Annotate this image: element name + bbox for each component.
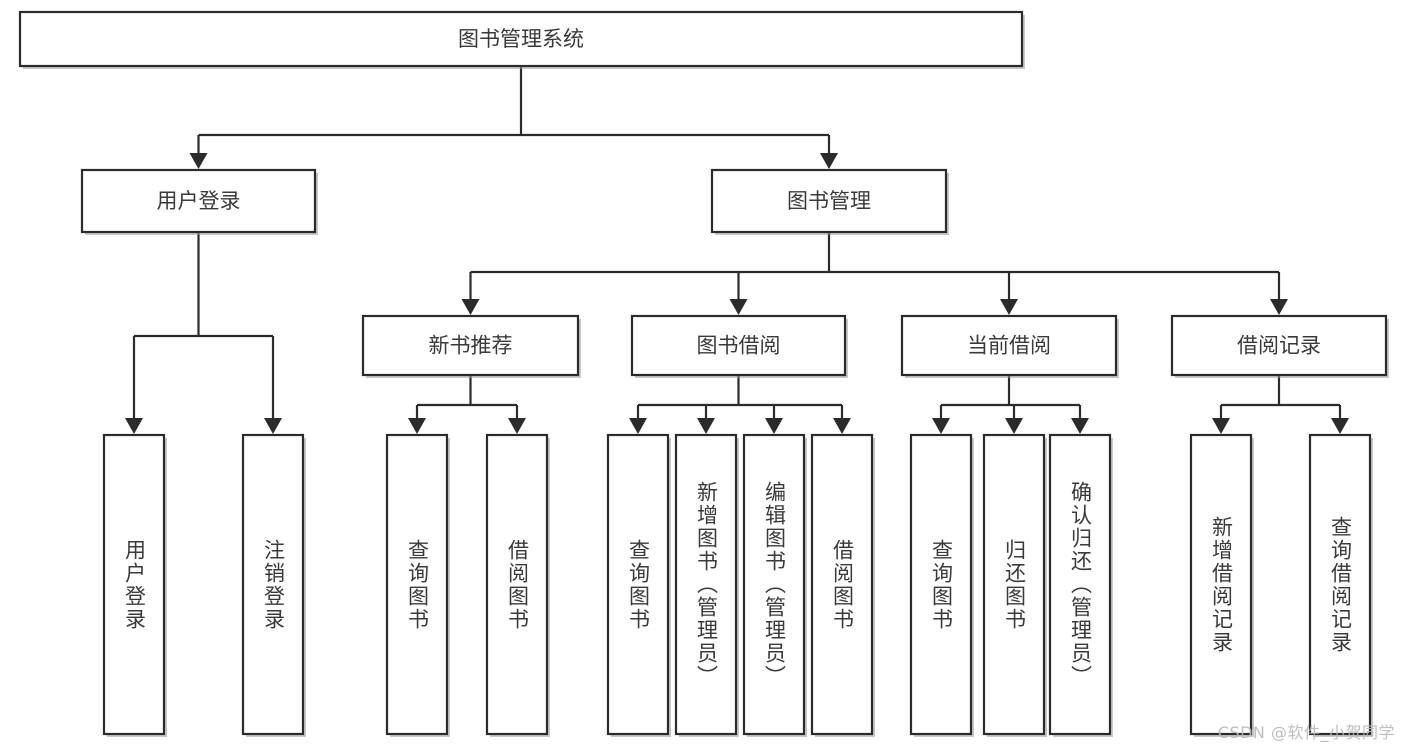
edge-arrowhead (264, 418, 282, 434)
node-label: 图书管理系统 (458, 27, 584, 51)
node-box[interactable] (361, 314, 580, 377)
node-new_book_rec[interactable]: 新书推荐 (361, 314, 581, 378)
node-box[interactable] (710, 168, 948, 234)
node-box[interactable] (606, 433, 670, 736)
edge-arrowhead (629, 418, 647, 434)
node-leaf_bb_edit[interactable] (742, 433, 807, 737)
node-root[interactable]: 图书管理系统 (18, 10, 1025, 69)
node-label: 借阅记录 (1237, 334, 1321, 358)
node-label: 当前借阅 (967, 334, 1051, 358)
node-box[interactable] (1189, 433, 1253, 736)
node-box[interactable] (810, 433, 874, 736)
edge-arrowhead (125, 418, 143, 434)
edge-group-borrow_record (1212, 375, 1349, 434)
edge-arrowhead (1005, 418, 1023, 434)
node-label: 图书管理 (787, 189, 871, 213)
edge-arrowhead (932, 418, 950, 434)
edge-arrowhead (765, 418, 783, 434)
node-box[interactable] (102, 433, 166, 736)
edge-arrowhead (461, 299, 480, 315)
node-current_borrow[interactable]: 当前借阅 (900, 314, 1119, 378)
node-leaf_user_login[interactable] (102, 433, 167, 737)
edges-layer (125, 66, 1349, 434)
node-box[interactable] (900, 314, 1118, 377)
node-user_login[interactable]: 用户登录 (80, 168, 318, 235)
edge-group-current_borrow (932, 375, 1089, 434)
edge-arrowhead (1270, 299, 1288, 315)
edge-arrowhead (508, 418, 526, 434)
node-leaf_bb_add[interactable] (674, 433, 739, 737)
node-box[interactable] (241, 433, 305, 736)
node-leaf_bb_borrow[interactable] (810, 433, 875, 737)
edge-group-root (189, 66, 838, 169)
edge-arrowhead (1212, 418, 1230, 434)
node-leaf_rec_query[interactable] (385, 433, 450, 737)
node-box[interactable] (742, 433, 806, 736)
node-leaf_bb_query[interactable] (606, 433, 671, 737)
node-box[interactable] (909, 433, 973, 736)
node-box[interactable] (982, 433, 1046, 736)
edge-arrowhead (1331, 418, 1349, 434)
node-label: 图书借阅 (697, 334, 781, 358)
node-label: 用户登录 (157, 189, 241, 213)
node-box[interactable] (18, 10, 1024, 68)
edge-arrowhead (820, 153, 838, 169)
node-box[interactable] (1170, 314, 1388, 377)
node-leaf_user_logout[interactable] (241, 433, 306, 737)
node-book_manage[interactable]: 图书管理 (710, 168, 949, 235)
node-label: 新书推荐 (429, 334, 513, 358)
node-leaf_cb_return[interactable] (982, 433, 1047, 737)
edge-group-book_borrow (629, 375, 851, 434)
node-box[interactable] (674, 433, 738, 736)
node-leaf_br_query[interactable] (1308, 433, 1373, 737)
edge-arrowhead (1000, 299, 1018, 315)
edge-arrowhead (408, 418, 426, 434)
edge-arrowhead (697, 418, 715, 434)
edge-group-book_manage (461, 232, 1288, 315)
node-leaf_br_add[interactable] (1189, 433, 1254, 737)
node-leaf_rec_borrow[interactable] (485, 433, 550, 737)
node-box[interactable] (1308, 433, 1372, 736)
node-leaf_cb_confirm[interactable] (1048, 433, 1113, 737)
edge-group-new_book_rec (408, 375, 526, 434)
node-box[interactable] (1048, 433, 1112, 736)
edge-group-user_login (125, 232, 282, 434)
edge-arrowhead (729, 299, 748, 315)
node-box[interactable] (630, 314, 847, 377)
node-box[interactable] (385, 433, 449, 736)
edge-arrowhead (833, 418, 851, 434)
edge-arrowhead (189, 153, 208, 169)
node-book_borrow[interactable]: 图书借阅 (630, 314, 848, 378)
node-box[interactable] (485, 433, 549, 736)
node-box[interactable] (80, 168, 317, 234)
node-borrow_record[interactable]: 借阅记录 (1170, 314, 1389, 378)
node-leaf_cb_query[interactable] (909, 433, 974, 737)
csdn-watermark: CSDN @软件_小贺同学 (1217, 723, 1395, 742)
edge-arrowhead (1071, 418, 1089, 434)
